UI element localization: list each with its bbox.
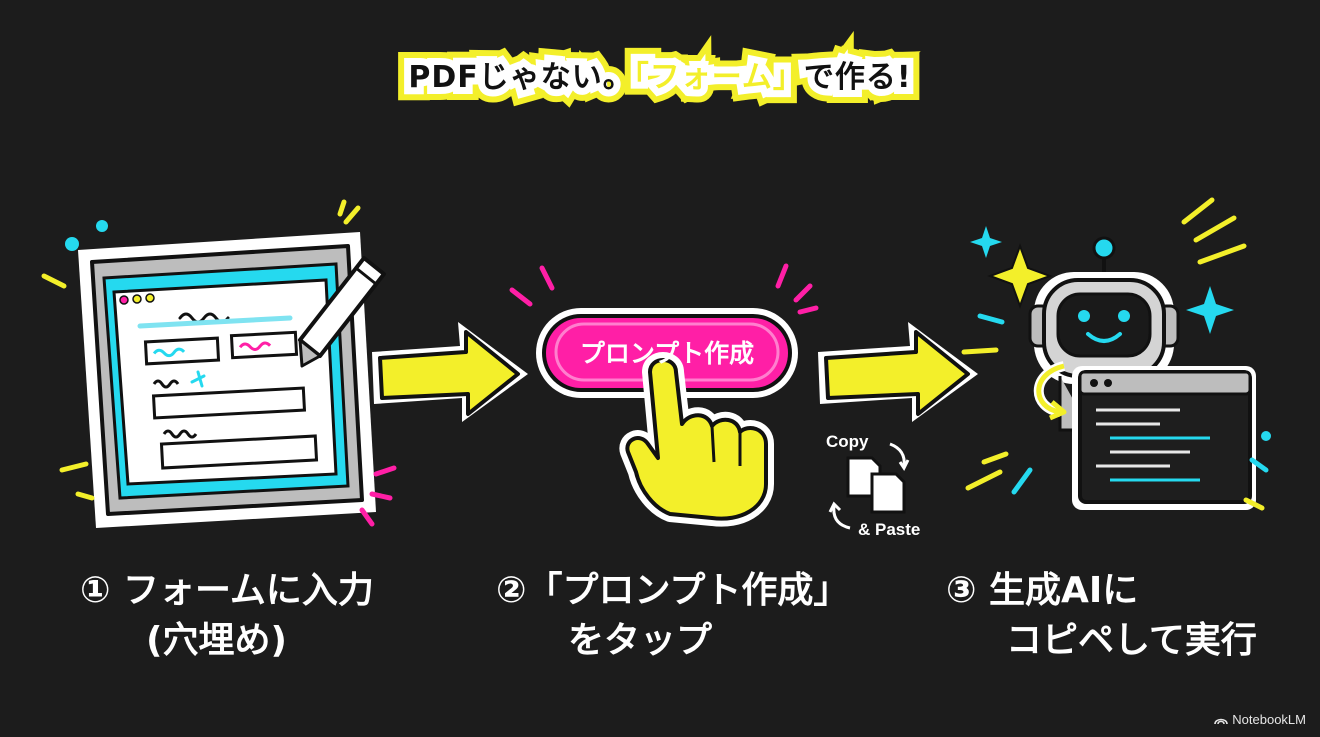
sparkle-icon [509, 263, 819, 315]
tablet-form-icon [78, 232, 376, 528]
step-2-line-1: ②「プロンプト作成」 [496, 570, 850, 611]
prompt-button-label: プロンプト作成 [579, 339, 755, 368]
sparkle-icon [41, 199, 397, 527]
copy-paste-icon [828, 442, 910, 530]
page-title: PDFじゃない。「フォーム」で作る! [0, 52, 1320, 102]
arrow-right-icon [372, 322, 528, 422]
pencil-icon [298, 256, 386, 368]
step-1-caption: ① フォームに入力 (穴埋め) [80, 566, 374, 666]
step-2-line-2: をタップ [568, 620, 713, 661]
step-3-line-2: コピペして実行 [1006, 620, 1257, 661]
robot-icon [1028, 236, 1180, 432]
notebooklm-logo-icon [1214, 718, 1229, 724]
step-2-caption: ②「プロンプト作成」 をタップ [496, 566, 849, 666]
notebooklm-brand: NotebookLM [1214, 712, 1306, 727]
title-part-3: で作る! [797, 53, 918, 102]
arrow-right-icon [818, 322, 978, 422]
brand-label: NotebookLM [1232, 712, 1306, 727]
step-1-line-2: (穴埋め) [146, 620, 287, 661]
title-part-1: PDFじゃない。 [401, 53, 639, 102]
code-window-icon [1072, 366, 1256, 510]
copy-label: Copy [826, 432, 869, 451]
sparkle-icon [961, 197, 1271, 511]
step-1-line-1: ① フォームに入力 [80, 570, 374, 611]
pointing-hand-icon [619, 352, 774, 527]
step-3-line-1: ③ 生成AIに [946, 570, 1139, 611]
paste-label: & Paste [858, 520, 921, 539]
step-3-caption: ③ 生成AIに コピペして実行 [946, 566, 1257, 666]
title-part-2: 「フォーム」 [627, 53, 810, 102]
